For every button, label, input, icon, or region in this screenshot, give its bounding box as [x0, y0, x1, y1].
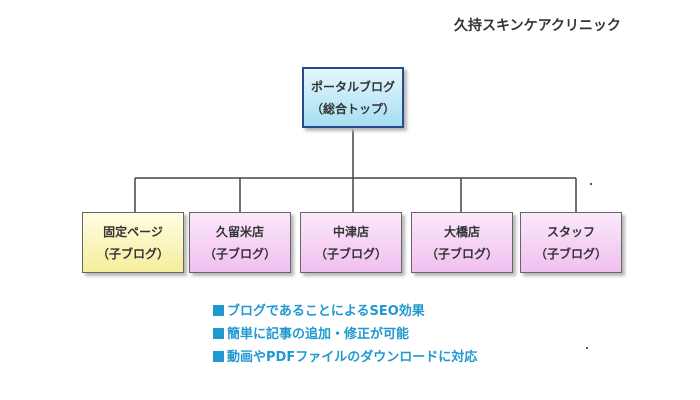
child-node-sub: （子ブログ）: [96, 246, 169, 261]
child-node-name: 中津店: [332, 224, 369, 239]
child-node-nakatsu: 中津店 （子ブログ）: [300, 212, 402, 273]
child-node-kurume: 久留米店 （子ブログ）: [189, 212, 291, 273]
feature-item-media-support: 動画やPDFファイルのダウンロードに対応: [213, 346, 477, 369]
portal-blog-title: ポータルブログ: [310, 79, 395, 94]
child-node-sub: （子ブログ）: [534, 246, 607, 261]
child-node-name: スタッフ: [546, 224, 595, 239]
child-node-name: 大橋店: [443, 224, 480, 239]
child-node-staff: スタッフ （子ブログ）: [520, 212, 622, 273]
feature-list: ブログであることによるSEO効果 簡単に記事の追加・修正が可能 動画やPDFファ…: [213, 300, 477, 369]
child-node-sub: （子ブログ）: [203, 246, 276, 261]
decorative-dot: [590, 183, 592, 185]
feature-item-easy-edit: 簡単に記事の追加・修正が可能: [213, 323, 477, 346]
feature-item-seo: ブログであることによるSEO効果: [213, 300, 477, 323]
child-node-ohashi: 大橋店 （子ブログ）: [411, 212, 513, 273]
company-name: 久持スキンケアクリニック: [454, 18, 621, 34]
child-node-sub: （子ブログ）: [314, 246, 387, 261]
child-node-sub: （子ブログ）: [425, 246, 498, 261]
child-node-name: 久留米店: [215, 224, 264, 239]
child-node-fixed-page: 固定ページ （子ブログ）: [82, 212, 184, 273]
portal-blog-subtitle: （総合トップ）: [310, 101, 395, 116]
child-node-name: 固定ページ: [103, 224, 163, 239]
decorative-dot: [586, 347, 588, 349]
portal-blog-node: ポータルブログ （総合トップ）: [302, 67, 404, 128]
